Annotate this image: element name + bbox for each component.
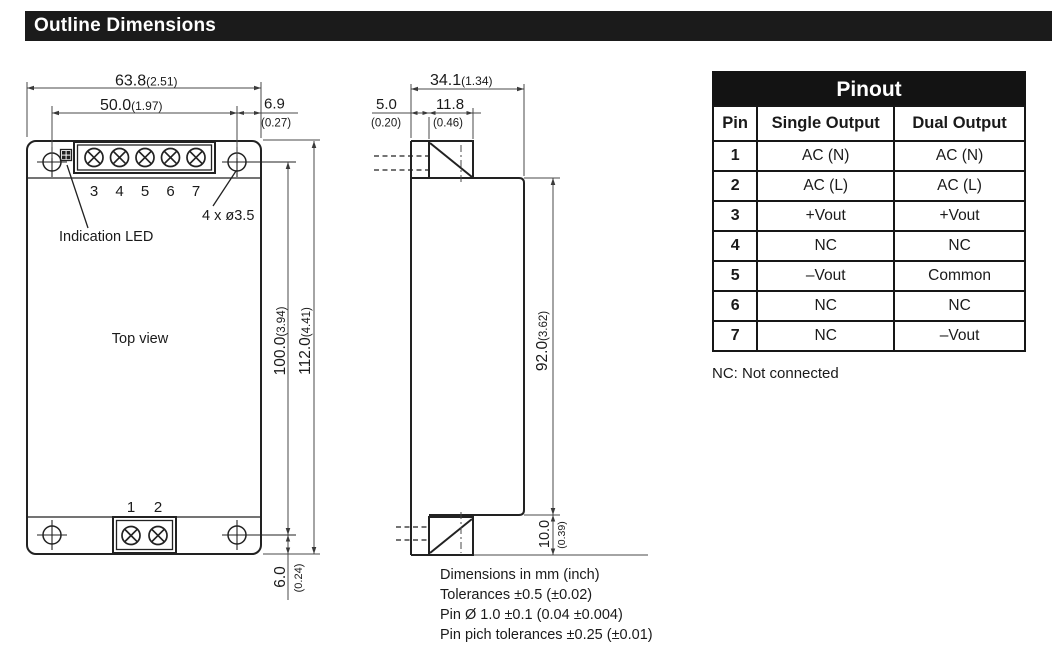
pin-cell: 2 [711,170,759,202]
mounting-holes [37,147,296,550]
section-header: Outline Dimensions [25,11,1052,41]
note-line: Pin pich tolerances ±0.25 (±0.01) [440,627,653,643]
nc-footnote: NC: Not connected [712,365,839,382]
note-line: Dimensions in mm (inch) [440,567,600,583]
pin-cell: 6 [711,290,759,322]
single-output-cell: NC [756,320,896,352]
dimension-notes: Dimensions in mm (inch) Tolerances ±0.5 … [440,565,653,645]
module-body [26,140,262,555]
dim-body-height: 92.0(3.62) [534,311,551,371]
side-view-dimensions: 34.1(1.34) 5.0 (0.20) 11.8 (0.46) 92.0(3… [371,72,648,556]
column-header-dual: Dual Output [893,105,1026,142]
column-header-single: Single Output [756,105,896,142]
single-output-cell: AC (N) [756,140,896,172]
dim-bottom-edge-in: (0.24) [293,564,305,593]
hole-leader-line [212,170,237,207]
dim-hole-edge-mm: 6.9 [264,96,285,113]
top-view-drawing: 3 4 5 6 7 1 2 [26,140,296,555]
dim-terminal-mm: 11.8 [436,96,464,113]
dim-height: 112.0(4.41) [297,307,314,375]
top-terminal-strip [73,141,216,174]
pin-number: 3 [90,183,98,200]
led-leader-line [66,164,89,229]
pin-cell: 1 [711,140,759,172]
table-row: 2 AC (L) AC (L) [711,170,1026,202]
bottom-pin-numbers: 1 2 [127,499,162,516]
dim-pin-span: 50.0(1.97) [100,97,163,114]
single-output-cell: NC [756,290,896,322]
single-output-cell: +Vout [756,200,896,232]
pin-number: 7 [192,183,200,200]
pinout-section: Pinout Pin Single Output Dual Output 1 A… [711,71,1026,382]
section-title: Outline Dimensions [34,15,217,36]
dim-depth: 34.1(1.34) [430,72,493,89]
pin-number: 5 [141,183,149,200]
dim-width: 63.8(2.51) [115,73,178,90]
pinout-header-row: Pin Single Output Dual Output [711,105,1026,142]
side-bottom-terminal-block [428,512,474,556]
side-top-terminal-block [428,140,474,184]
mounting-holes-label: 4 x ø3.5 [202,208,254,224]
pin-cell: 5 [711,260,759,292]
table-row: 4 NC NC [711,230,1026,262]
pin-cell: 4 [711,230,759,262]
bottom-terminal-strip [112,516,177,554]
pin-cell: 3 [711,200,759,232]
dim-terminal-height-mm: 10.0 [537,520,553,548]
dim-bottom-edge-mm: 6.0 [272,566,289,588]
table-row: 7 NC –Vout [711,320,1026,352]
dual-output-cell: Common [893,260,1026,292]
single-output-cell: AC (L) [756,170,896,202]
dim-flange-in: (0.20) [371,118,401,130]
dual-output-cell: NC [893,290,1026,322]
single-output-cell: –Vout [756,260,896,292]
single-output-cell: NC [756,230,896,262]
pin-number: 4 [115,183,123,200]
pinout-table: Pin Single Output Dual Output 1 AC (N) A… [711,105,1026,352]
pin-number: 2 [154,499,162,516]
dim-flange-mm: 5.0 [376,96,397,113]
table-row: 5 –Vout Common [711,260,1026,292]
top-pin-numbers: 3 4 5 6 7 [90,183,200,200]
led-label: Indication LED [59,229,153,245]
hidden-pin-lines [374,155,428,541]
note-line: Tolerances ±0.5 (±0.02) [440,587,593,603]
pin-number: 1 [127,499,135,516]
top-view-label: Top view [112,331,169,347]
dual-output-cell: AC (L) [893,170,1026,202]
table-row: 3 +Vout +Vout [711,200,1026,232]
dim-hole-edge-in: (0.27) [261,118,291,130]
dim-terminal-in: (0.46) [433,118,463,130]
table-row: 1 AC (N) AC (N) [711,140,1026,172]
dual-output-cell: NC [893,230,1026,262]
dual-output-cell: –Vout [893,320,1026,352]
screw-terminal-icon [84,147,206,168]
side-view-drawing [374,140,525,556]
table-row: 6 NC NC [711,290,1026,322]
pin-cell: 7 [711,320,759,352]
led-icon [59,148,73,162]
dual-output-cell: AC (N) [893,140,1026,172]
column-header-pin: Pin [711,105,759,142]
dim-hole-height: 100.0(3.94) [272,306,289,375]
note-line: Pin Ø 1.0 ±0.1 (0.04 ±0.004) [440,607,623,623]
pin-number: 6 [166,183,174,200]
dim-terminal-height-in: (0.39) [556,521,568,548]
screw-terminal-icon [121,525,168,546]
dual-output-cell: +Vout [893,200,1026,232]
pinout-table-title: Pinout [712,71,1026,105]
top-view-dimensions: 63.8(2.51) 50.0(1.97) 6.9 (0.27) 100.0(3… [26,73,320,600]
